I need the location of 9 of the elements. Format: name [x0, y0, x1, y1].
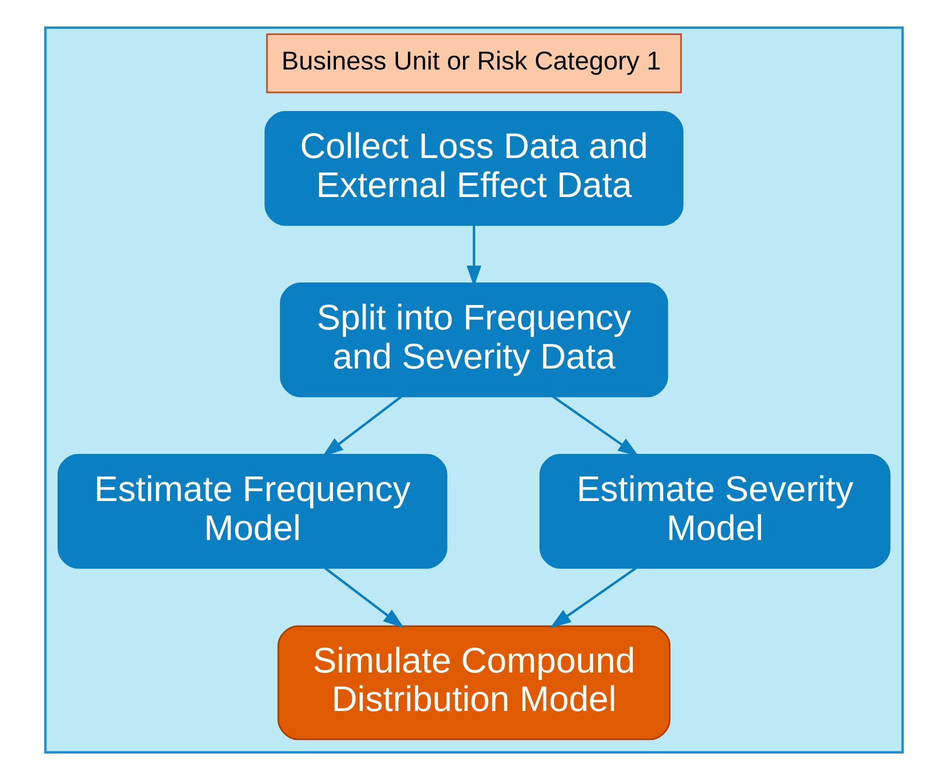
arrow — [550, 567, 636, 628]
node-box: Collect Loss Data and External Effect Data — [264, 111, 683, 226]
node-box: Estimate Frequency Model — [57, 454, 447, 569]
arrow — [322, 396, 402, 457]
node-box: Split into Frequency and Severity Data — [279, 282, 668, 398]
arrow — [552, 396, 638, 457]
arrow — [324, 567, 404, 628]
node-box: Estimate Severity Model — [539, 454, 890, 569]
node-box: Simulate Compound Distribution Model — [277, 625, 670, 740]
